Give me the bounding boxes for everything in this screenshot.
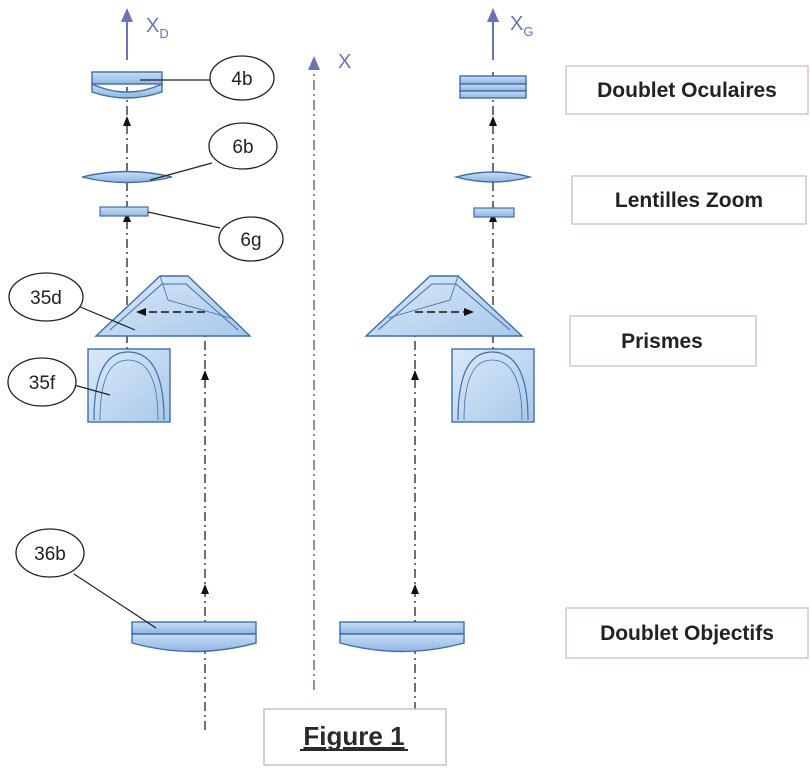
objective-doublet-left bbox=[131, 621, 257, 653]
zoom-lens-right bbox=[453, 171, 533, 218]
axis-center-label: X bbox=[338, 51, 351, 73]
svg-text:4b: 4b bbox=[231, 69, 252, 90]
svg-text:35f: 35f bbox=[29, 373, 56, 394]
axis-right bbox=[487, 8, 499, 60]
axis-center bbox=[308, 56, 320, 690]
axis-left bbox=[121, 8, 133, 60]
callout-6b: 6b bbox=[208, 122, 278, 170]
axis-left-label: XD bbox=[146, 15, 169, 41]
svg-text:6b: 6b bbox=[232, 137, 253, 158]
axis-right-label: XG bbox=[510, 13, 533, 39]
callout-6g: 6g bbox=[218, 216, 284, 262]
zoom-lens-left bbox=[81, 170, 173, 217]
callout-4b: 4b bbox=[209, 55, 275, 101]
callout-leaders bbox=[73, 79, 221, 629]
label-box-prisms: Prismes bbox=[569, 315, 757, 367]
svg-text:Prismes: Prismes bbox=[621, 330, 703, 353]
svg-text:35d: 35d bbox=[30, 288, 62, 309]
svg-text:Doublet Oculaires: Doublet Oculaires bbox=[597, 79, 777, 102]
label-box-eyepieces: Doublet Oculaires bbox=[565, 65, 809, 115]
path-arrows bbox=[123, 116, 497, 594]
callout-35f: 35f bbox=[7, 357, 77, 407]
objective-doublet-right bbox=[339, 621, 465, 653]
label-box-objectives: Doublet Objectifs bbox=[565, 607, 809, 659]
svg-text:6g: 6g bbox=[240, 230, 261, 251]
svg-text:Lentilles Zoom: Lentilles Zoom bbox=[615, 189, 763, 212]
figure-title: Figure 1 bbox=[303, 721, 404, 751]
svg-text:Doublet Objectifs: Doublet Objectifs bbox=[600, 622, 774, 645]
eyepiece-doublet-left bbox=[91, 71, 163, 99]
figure-title-box: Figure 1 bbox=[263, 708, 447, 766]
label-box-zoom: Lentilles Zoom bbox=[571, 175, 807, 225]
prism-right bbox=[364, 275, 535, 423]
prism-left bbox=[87, 275, 252, 423]
eyepiece-doublet-right bbox=[459, 75, 527, 99]
callout-36b: 36b bbox=[15, 528, 85, 578]
svg-text:36b: 36b bbox=[34, 544, 66, 565]
callout-35d: 35d bbox=[8, 272, 84, 322]
optical-paths bbox=[126, 72, 494, 730]
